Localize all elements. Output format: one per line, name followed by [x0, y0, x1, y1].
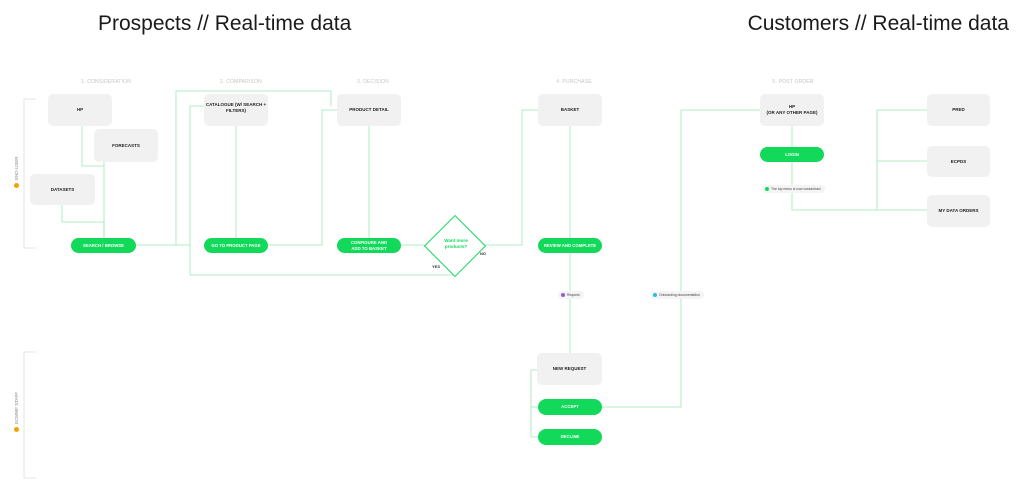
node-hp[interactable]: HP	[48, 94, 112, 126]
node-datasets[interactable]: DATASETS	[30, 174, 95, 205]
edge-yes-label: YES	[432, 264, 441, 269]
stage-consideration: 1. CONSIDERATION	[80, 79, 132, 85]
stage-decision: 3. DECISION	[357, 79, 389, 85]
onboarding-dot-icon	[653, 293, 657, 297]
tag-login-note: The top menu is now customised	[762, 185, 825, 193]
configure-line1: CONFIGURE AND	[350, 239, 388, 245]
action-search-browse[interactable]: SEARCH / BROWSE	[71, 238, 136, 253]
node-basket[interactable]: BASKET	[538, 94, 602, 126]
node-forecasts[interactable]: FORECASTS	[94, 129, 158, 162]
tag-onboarding: Onboarding documentation	[650, 291, 704, 299]
lane-dot-icon	[14, 183, 19, 188]
lane-dot-icon	[14, 427, 19, 432]
edge-no-label: NO	[480, 251, 486, 256]
node-pred[interactable]: PRED	[927, 94, 990, 126]
tag-onboarding-label: Onboarding documentation	[659, 293, 700, 297]
stage-comparison: 2. COMPARISON	[220, 79, 262, 85]
decision-line1: Want more	[444, 238, 468, 243]
node-hp-post-line1: HP	[788, 104, 796, 110]
node-product-detail[interactable]: PRODUCT DETAIL	[337, 94, 401, 126]
action-go-to-product-page[interactable]: GO TO PRODUCT PAGE	[204, 238, 268, 253]
decision-text: Want more products?	[431, 238, 481, 250]
node-new-request[interactable]: NEW REQUEST	[537, 353, 602, 385]
tag-request: Request	[558, 291, 584, 299]
lane-staff: ECMWF STAFF	[14, 392, 19, 432]
lane-end-user: END-USER	[14, 156, 19, 188]
stage-post-order: 5. POST ORDER	[772, 79, 814, 85]
action-login[interactable]: LOGIN	[760, 147, 824, 162]
node-ecpds[interactable]: ECPDS	[927, 146, 990, 177]
stage-purchase: 4. PURCHASE	[556, 79, 592, 85]
decision-line2: products?	[444, 243, 468, 249]
tag-login-note-label: The top menu is now customised	[771, 187, 821, 191]
configure-line2: ADD TO BASKET	[351, 245, 387, 251]
node-hp-post-order[interactable]: HP (OR ANY OTHER PAGE)	[760, 94, 824, 126]
lane-label: ECMWF STAFF	[14, 391, 19, 424]
node-hp-post-line2: (OR ANY OTHER PAGE)	[766, 110, 818, 115]
request-dot-icon	[561, 293, 565, 297]
action-review-and-complete[interactable]: REVIEW AND COMPLETE	[538, 238, 602, 253]
login-note-dot-icon	[765, 187, 769, 191]
customers-title: Customers // Real-time data	[747, 12, 1009, 35]
action-decline[interactable]: DECLINE	[538, 429, 602, 445]
node-catalogue[interactable]: CATALOGUE (W/ SEARCH + FILTERS)	[204, 94, 268, 126]
action-configure-add-to-basket[interactable]: CONFIGURE AND ADD TO BASKET	[337, 238, 401, 253]
node-my-data-orders[interactable]: MY DATA ORDERS	[927, 195, 990, 227]
lane-label: END-USER	[14, 156, 19, 180]
tag-request-label: Request	[567, 293, 580, 297]
prospects-title: Prospects // Real-time data	[98, 12, 352, 35]
action-accept[interactable]: ACCEPT	[538, 399, 602, 415]
